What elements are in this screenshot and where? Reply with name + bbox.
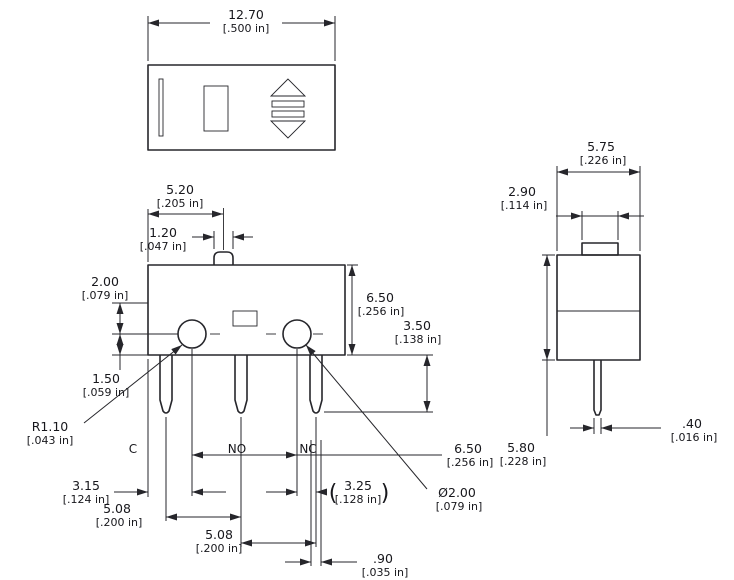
dim-ref-in: [.128 in] xyxy=(335,493,382,506)
dim-hole-spacing-in: [.256 in] xyxy=(447,456,494,469)
pin-normally-closed xyxy=(309,355,323,414)
dim-body-height-in: [.256 in] xyxy=(358,305,405,318)
dim-button-offset-mm: 5.20 xyxy=(166,182,194,197)
dim-ref-hole-to-pin: ( 3.25 [.128 in] ) xyxy=(266,478,389,506)
terminal-labels: C NO NC xyxy=(129,442,317,456)
actuator-bar xyxy=(271,110,305,118)
terminal-label-normally-closed: NC xyxy=(299,442,316,456)
dim-body-height: 6.50 [.256 in] xyxy=(347,264,433,356)
front-view: 5.20 [.205 in] 1.20 [.047 in] 2.00 [.079… xyxy=(27,182,494,579)
dim-side-pin-thickness-in: [.016 in] xyxy=(671,431,718,444)
leader-hole-diameter: Ø2.00 [.079 in] xyxy=(305,344,483,513)
dim-body-height-mm: 6.50 xyxy=(366,290,394,305)
arrow-down-icon xyxy=(269,120,307,139)
dim-side-depth: 5.80 [.228 in] xyxy=(500,254,555,468)
dim-button-width: 1.20 [.047 in] xyxy=(140,225,253,253)
dim-pin-width-mm: .90 xyxy=(373,551,393,566)
top-view-window xyxy=(203,85,229,132)
dim-button-width-in: [.047 in] xyxy=(140,240,187,253)
dim-button-offset-in: [.205 in] xyxy=(157,197,204,210)
dim-button-width-mm: 1.20 xyxy=(149,225,177,240)
dim-pin-pitch-1-in: [.200 in] xyxy=(96,516,143,529)
ref-paren-close: ) xyxy=(381,481,390,506)
dim-radius-mm: R1.10 xyxy=(32,419,69,434)
dim-hole-top-in: [.079 in] xyxy=(82,289,129,302)
terminal-label-common: C xyxy=(129,442,137,456)
dim-top-width-mm: 12.70 xyxy=(228,7,264,22)
actuator-bar xyxy=(271,100,305,108)
dim-side-width-mm: 5.75 xyxy=(587,139,615,154)
dim-side-button-width: 2.90 [.114 in] xyxy=(501,184,644,240)
dim-pin-pitch-2: 5.08 [.200 in] xyxy=(196,527,316,555)
front-view-window xyxy=(232,310,258,327)
dim-top-width-in: [.500 in] xyxy=(223,22,270,35)
dim-pin-pitch-2-in: [.200 in] xyxy=(196,542,243,555)
terminal-label-normally-open: NO xyxy=(228,442,246,456)
dim-hole-bottom-mm: 1.50 xyxy=(92,371,120,386)
dim-pin-width: .90 [.035 in] xyxy=(285,551,408,579)
dim-pin-length: 3.50 [.138 in] xyxy=(324,318,442,413)
dim-side-width: 5.75 [.226 in] xyxy=(556,139,641,251)
dim-hole-spacing-mm: 6.50 xyxy=(454,441,482,456)
dim-hole-offsets-left: 2.00 [.079 in] 1.50 [.059 in] xyxy=(82,274,178,399)
side-view-pin xyxy=(593,360,602,416)
dim-edge-to-hole-mm: 3.15 xyxy=(72,478,100,493)
dim-hole-diameter-mm: Ø2.00 xyxy=(438,485,476,500)
dim-pin-pitch-2-mm: 5.08 xyxy=(205,527,233,542)
front-view-body-outline xyxy=(147,264,346,356)
side-view-body-outline xyxy=(556,254,641,361)
dim-top-width: 12.70 [.500 in] xyxy=(147,7,336,61)
mounting-hole-left xyxy=(177,319,207,349)
dim-side-button-width-mm: 2.90 xyxy=(508,184,536,199)
dim-edge-to-hole: 3.15 [.124 in] xyxy=(63,478,226,506)
top-view-actuator-mark xyxy=(269,78,307,139)
ref-paren-open: ( xyxy=(329,481,338,506)
dim-pin-pitch-1-mm: 5.08 xyxy=(103,501,131,516)
side-view: 5.75 [.226 in] 2.90 [.114 in] 5.80 [.228… xyxy=(500,139,718,468)
pin-common xyxy=(159,355,173,414)
dim-pin-pitch-1: 5.08 [.200 in] xyxy=(96,501,241,529)
pin-normally-open xyxy=(234,355,248,414)
mounting-hole-right xyxy=(282,319,312,349)
extension-lines xyxy=(147,349,322,566)
dim-hole-spacing: 6.50 [.256 in] xyxy=(192,441,493,469)
dim-button-offset: 5.20 [.205 in] xyxy=(147,182,223,262)
dim-side-width-in: [.226 in] xyxy=(580,154,627,167)
dim-side-pin-thickness: .40 [.016 in] xyxy=(570,416,717,444)
dim-pin-width-in: [.035 in] xyxy=(362,566,409,579)
top-view-body-outline xyxy=(147,64,336,151)
top-view-slot xyxy=(158,78,164,137)
front-view-button xyxy=(213,251,234,265)
arrow-up-icon xyxy=(269,78,307,97)
dim-side-pin-thickness-mm: .40 xyxy=(682,416,702,431)
dim-hole-diameter-in: [.079 in] xyxy=(436,500,483,513)
dim-ref-mm: 3.25 xyxy=(344,478,372,493)
leader-radius: R1.10 [.043 in] xyxy=(27,344,183,447)
top-view: 12.70 [.500 in] xyxy=(147,7,336,151)
dim-pin-length-mm: 3.50 xyxy=(403,318,431,333)
dim-pin-length-in: [.138 in] xyxy=(395,333,442,346)
dim-edge-to-hole-in: [.124 in] xyxy=(63,493,110,506)
dim-side-depth-mm: 5.80 xyxy=(507,440,535,455)
dim-side-depth-in: [.228 in] xyxy=(500,455,547,468)
dim-radius-in: [.043 in] xyxy=(27,434,74,447)
side-view-button xyxy=(581,242,619,256)
dim-side-button-width-in: [.114 in] xyxy=(501,199,548,212)
dim-hole-top-mm: 2.00 xyxy=(91,274,119,289)
